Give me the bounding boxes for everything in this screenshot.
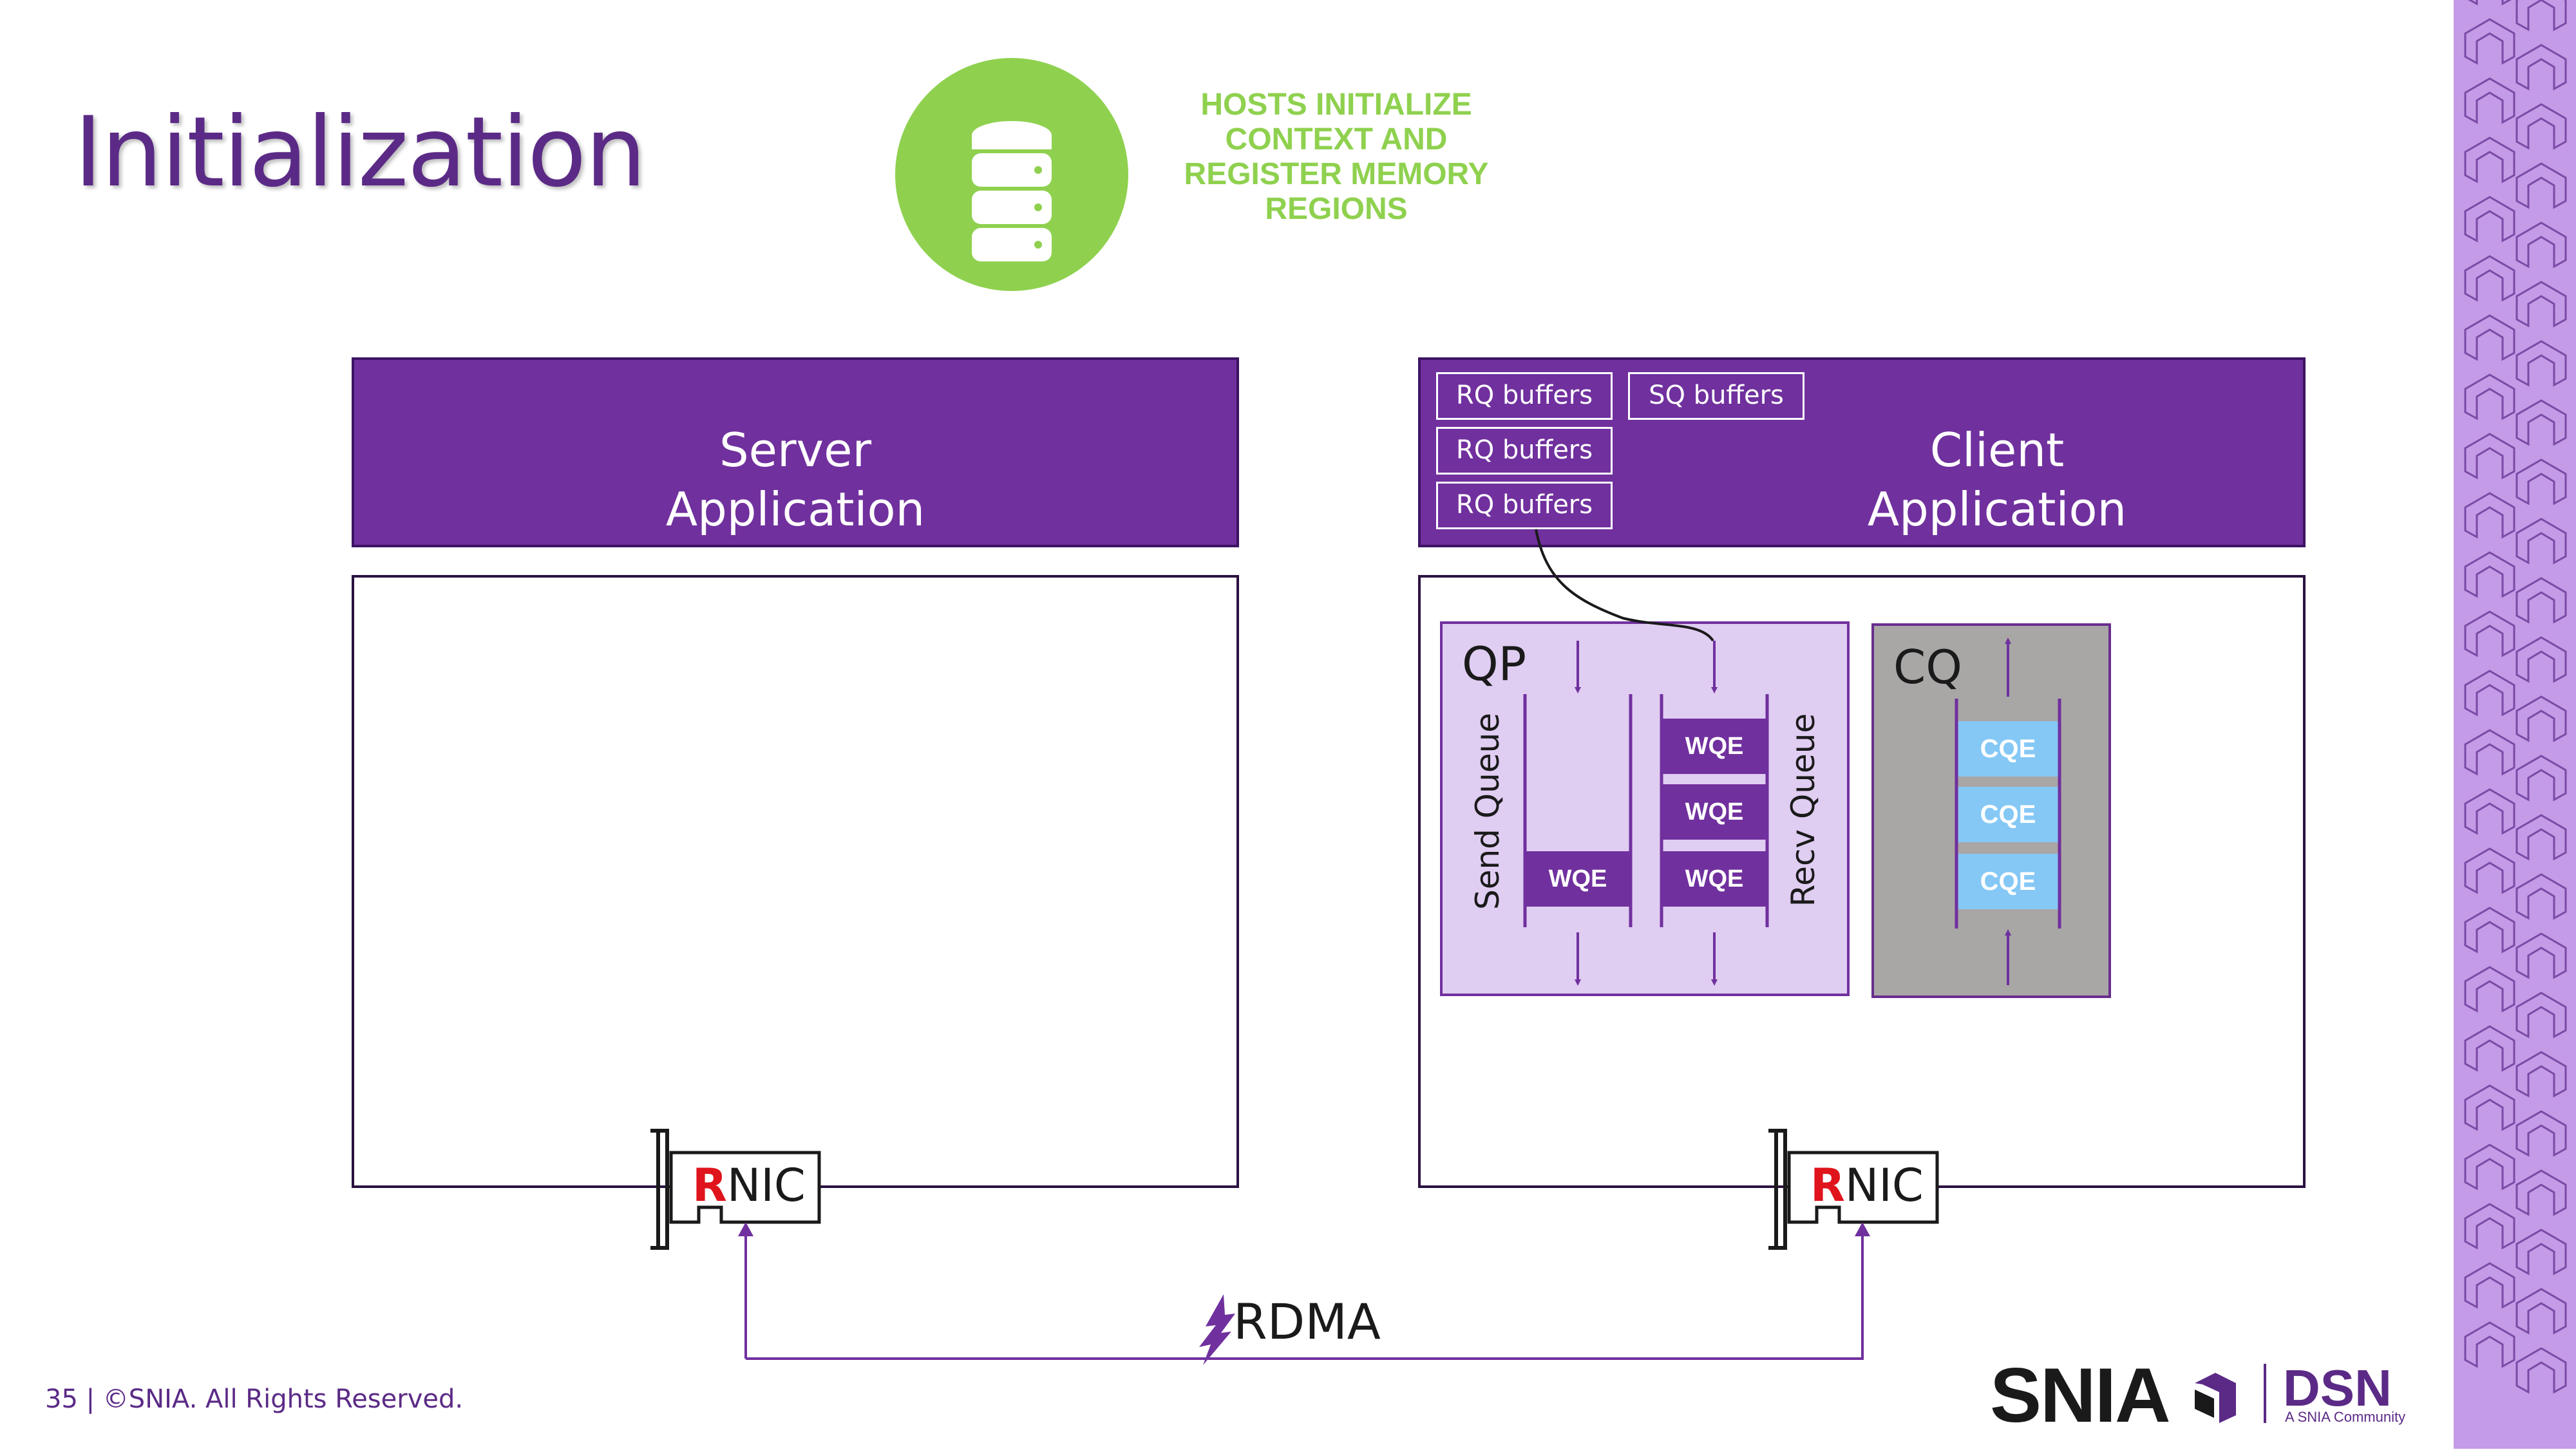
- footer-copyright: 35 | ©SNIA. All Rights Reserved.: [45, 1384, 464, 1414]
- sidebar-chevron: [2515, 1229, 2567, 1276]
- cqe: CQE: [1958, 854, 2058, 909]
- dsn-subtitle: A SNIA Community: [2285, 1409, 2406, 1425]
- sidebar-chevron: [2515, 1347, 2567, 1394]
- callout-line: HOSTS INITIALIZE: [1200, 88, 1472, 122]
- database-icon: [972, 121, 1052, 261]
- sidebar-chevron: [2464, 1321, 2515, 1368]
- send-wqe: WQE: [1526, 851, 1629, 907]
- callout-line: REGIONS: [1265, 192, 1408, 226]
- sidebar-chevron: [2515, 1110, 2567, 1157]
- sidebar-chevron: [2515, 340, 2567, 387]
- sidebar-chevron: [2515, 755, 2567, 802]
- callout-text: HOSTS INITIALIZE CONTEXT AND REGISTER ME…: [1153, 88, 1520, 227]
- sidebar-chevron: [2468, 0, 2512, 6]
- sidebar-chevron: [2515, 577, 2567, 624]
- page-title: Initialization: [74, 97, 647, 209]
- sidebar-chevron: [2515, 222, 2567, 269]
- sidebar-chevron: [2464, 433, 2515, 480]
- sidebar-chevron: [2464, 137, 2515, 184]
- client-app-line1: Client: [1929, 423, 2065, 477]
- sidebar-chevron: [2515, 162, 2567, 209]
- sidebar-chevron: [2515, 44, 2567, 91]
- callout-circle: [895, 58, 1128, 291]
- sidebar-chevron: [2515, 0, 2567, 32]
- sidebar-chevron: [2464, 255, 2515, 302]
- sidebar-chevron: [2515, 518, 2567, 565]
- server-host-box: [352, 575, 1239, 1188]
- lightning-icon: [1199, 1294, 1235, 1365]
- server-rnic-card: [669, 1151, 821, 1224]
- server-rnic-label: RNIC: [692, 1159, 806, 1212]
- sidebar-chevron: [2515, 399, 2567, 446]
- sidebar-chevron: [2515, 992, 2567, 1039]
- rq-buffer-3: RQ buffers: [1436, 482, 1613, 529]
- queue-pair: QP: [1440, 621, 1850, 996]
- sidebar-chevron: [2515, 458, 2567, 505]
- sidebar-chevron: [2464, 373, 2515, 420]
- client-rnic-card: [1787, 1151, 1939, 1224]
- rnic-r: R: [692, 1159, 727, 1212]
- sidebar-chevron: [2464, 847, 2515, 894]
- sq-buffer: SQ buffers: [1628, 372, 1804, 420]
- sidebar-chevron: [2464, 907, 2515, 954]
- snia-mark-icon: [2195, 1373, 2236, 1423]
- rdma-link: [744, 1229, 1864, 1360]
- sidebar-chevron: [2464, 729, 2515, 776]
- server-application-bar: Server Application: [352, 357, 1239, 547]
- rq-buffer-2: RQ buffers: [1436, 427, 1613, 475]
- sidebar-chevron: [2464, 196, 2515, 243]
- sidebar-chevron: [2464, 77, 2515, 124]
- sidebar-chevron: [2464, 788, 2515, 835]
- sidebar-chevron: [2515, 873, 2567, 920]
- sidebar-chevron: [2464, 1025, 2515, 1072]
- snia-logo: SNIA: [1990, 1352, 2171, 1438]
- sidebar-chevron: [2464, 670, 2515, 717]
- sidebar-chevron: [2464, 551, 2515, 598]
- sidebar-chevron: [2515, 814, 2567, 861]
- sidebar-chevron: [2464, 1144, 2515, 1191]
- sidebar-chevron: [2515, 695, 2567, 742]
- rq-buffer-1: RQ buffers: [1436, 372, 1613, 420]
- server-app-line2: Application: [665, 482, 925, 536]
- sidebar-chevron: [2464, 492, 2515, 539]
- cqe: CQE: [1958, 787, 2058, 842]
- buffer-to-rq-connector: [1535, 529, 1714, 642]
- sidebar-chevron: [2464, 314, 2515, 361]
- qp-label: QP: [1462, 637, 1527, 691]
- recv-wqe: WQE: [1663, 719, 1766, 774]
- sidebar-chevron: [2464, 18, 2515, 65]
- sidebar-chevron: [2515, 636, 2567, 683]
- recv-wqe: WQE: [1663, 851, 1766, 907]
- sidebar-chevron: [2515, 281, 2567, 328]
- rnic-rest: NIC: [1844, 1159, 1924, 1212]
- rnic-r: R: [1810, 1159, 1845, 1212]
- rnic-rest: NIC: [726, 1159, 806, 1212]
- dsn-logo: DSN: [2283, 1359, 2392, 1417]
- server-app-line1: Server: [719, 423, 872, 477]
- sidebar-chevron: [2515, 1169, 2567, 1216]
- client-application-bar: Client Application: [1418, 357, 2306, 547]
- rdma-label: RDMA: [1233, 1293, 1381, 1350]
- sidebar-chevron: [2515, 1051, 2567, 1098]
- callout-line: REGISTER MEMORY: [1184, 157, 1489, 191]
- cqe: CQE: [1958, 721, 2058, 777]
- sidebar-chevron: [2464, 1262, 2515, 1309]
- decorative-sidebar: [2454, 0, 2576, 1449]
- sidebar-chevron: [2464, 1203, 2515, 1250]
- sidebar-chevron: [2515, 103, 2567, 150]
- sidebar-pattern: [2464, 0, 2567, 1394]
- sidebar-chevron: [2515, 1288, 2567, 1335]
- callout-line: CONTEXT AND: [1225, 122, 1448, 156]
- cq-label: CQ: [1893, 640, 1962, 694]
- recv-wqe: WQE: [1663, 784, 1766, 840]
- sidebar-chevron: [2464, 1084, 2515, 1131]
- sidebar-chevron: [2515, 932, 2567, 979]
- sidebar-chevron: [2464, 610, 2515, 657]
- sidebar-chevron: [2464, 966, 2515, 1013]
- logo-divider: [2264, 1364, 2266, 1423]
- client-app-line2: Application: [1867, 482, 2127, 536]
- client-rnic-label: RNIC: [1810, 1159, 1924, 1212]
